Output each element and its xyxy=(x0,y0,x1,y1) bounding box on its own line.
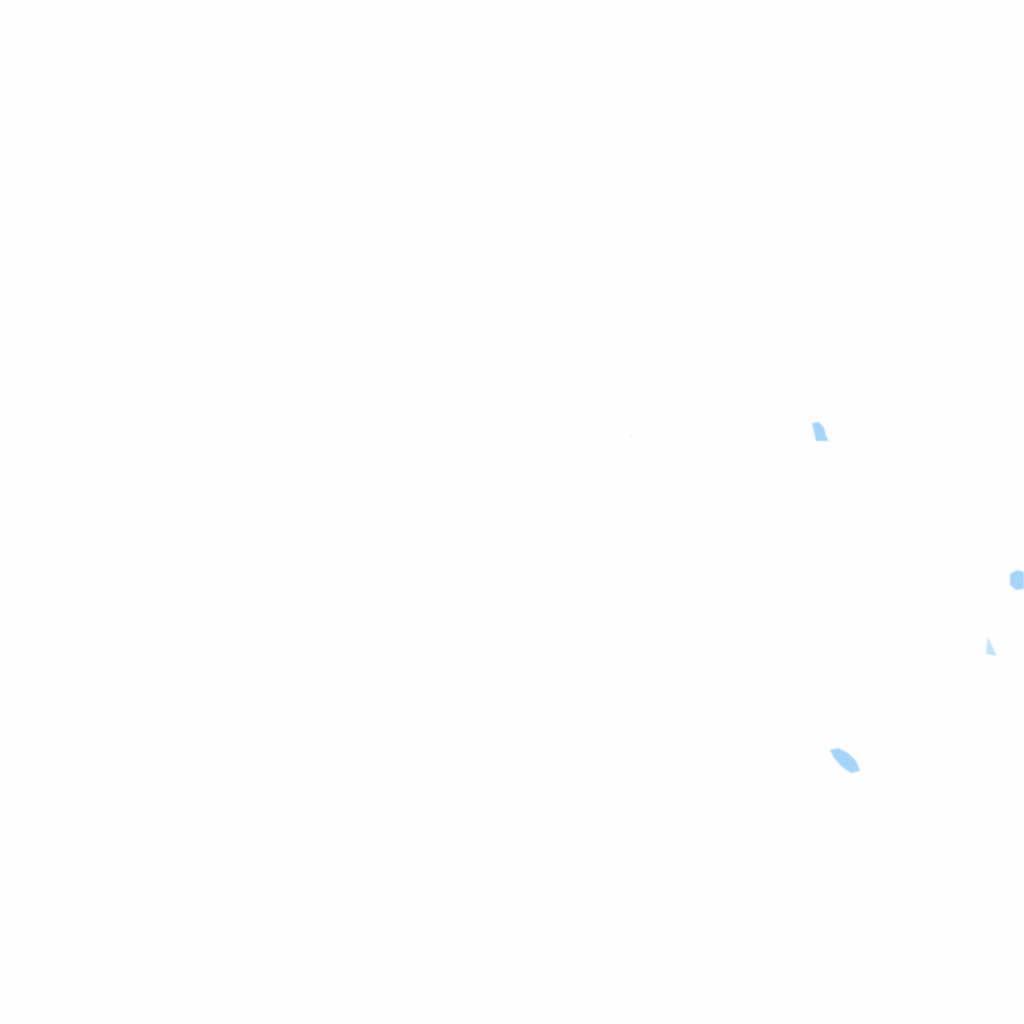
blue-mark xyxy=(1010,570,1024,590)
faint-speck xyxy=(630,435,632,437)
blue-mark xyxy=(986,637,997,656)
blue-mark xyxy=(830,748,860,773)
blue-mark xyxy=(812,422,829,441)
